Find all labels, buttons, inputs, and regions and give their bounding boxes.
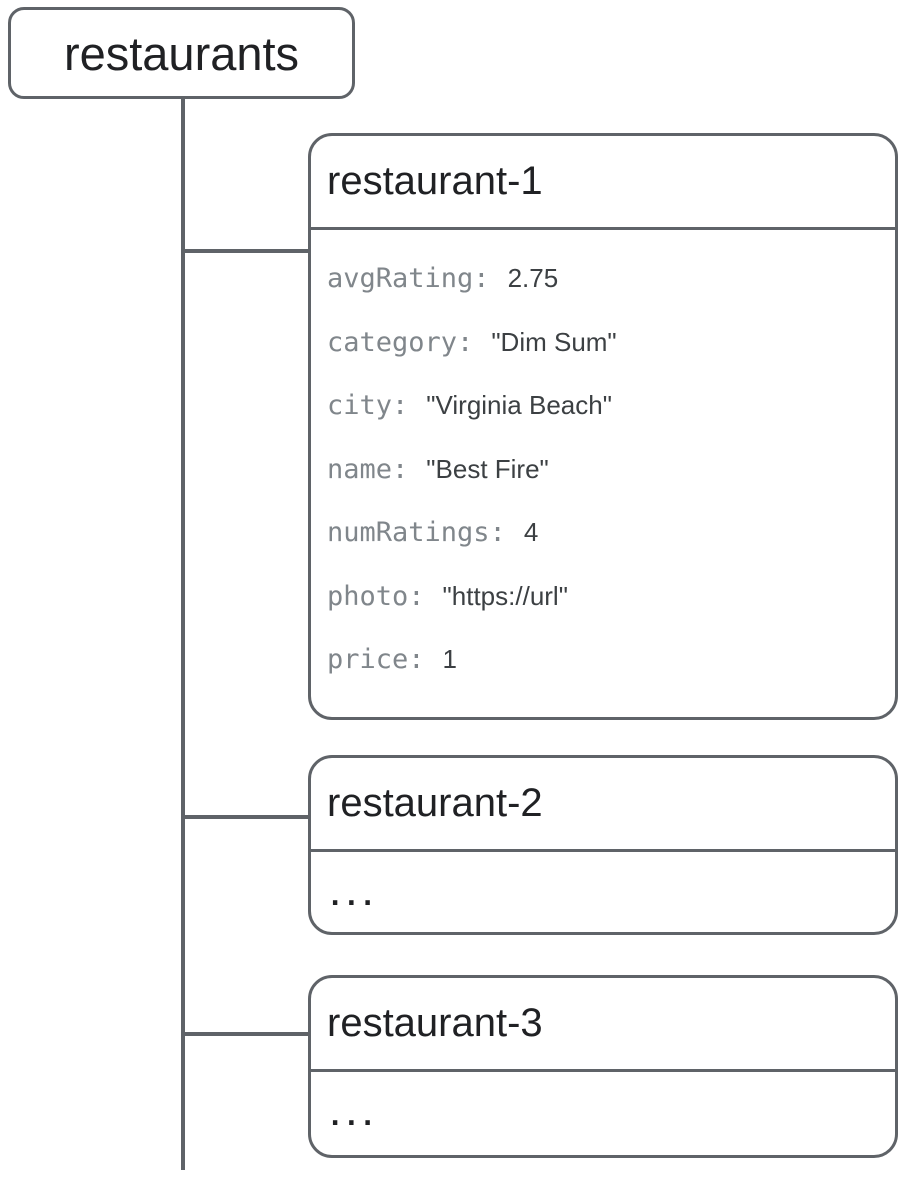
field-value: 1 <box>442 644 458 675</box>
document-fields: avgRating: 2.75 category: "Dim Sum" city… <box>311 230 895 692</box>
collection-label: restaurants <box>63 26 300 80</box>
field-label: photo: <box>327 580 425 612</box>
field-label: category: <box>327 326 474 358</box>
connector-line-restaurant-2 <box>183 815 311 819</box>
document-node-restaurant-3: restaurant-3 ... <box>308 975 898 1158</box>
tree-trunk-line <box>181 99 185 1170</box>
field-label: price: <box>327 644 425 676</box>
field-label: numRatings: <box>327 517 506 549</box>
field-value: "Best Fire" <box>426 453 549 484</box>
field-price: price: 1 <box>327 628 879 692</box>
field-label: city: <box>327 390 409 422</box>
field-name: name: "Best Fire" <box>327 438 879 502</box>
field-value: "Dim Sum" <box>491 326 617 357</box>
document-title-bar: restaurant-1 <box>311 136 895 230</box>
field-value: 4 <box>523 517 539 548</box>
connector-line-restaurant-1 <box>183 249 311 253</box>
field-numratings: numRatings: 4 <box>327 501 879 565</box>
field-category: category: "Dim Sum" <box>327 311 879 375</box>
document-fields: ... <box>311 1072 895 1144</box>
ellipsis-placeholder: ... <box>327 881 376 912</box>
document-node-restaurant-2: restaurant-2 ... <box>308 755 898 935</box>
document-title-bar: restaurant-3 <box>311 978 895 1072</box>
field-label: name: <box>327 453 409 485</box>
collection-node-restaurants: restaurants <box>8 7 355 99</box>
field-city: city: "Virginia Beach" <box>327 374 879 438</box>
document-title: restaurant-2 <box>327 781 543 825</box>
field-value: "https://url" <box>442 580 568 611</box>
field-value: 2.75 <box>507 263 559 294</box>
ellipsis-placeholder: ... <box>327 1101 376 1132</box>
document-title: restaurant-3 <box>327 1001 543 1045</box>
field-label: avgRating: <box>327 263 490 295</box>
field-photo: photo: "https://url" <box>327 565 879 629</box>
field-avgrating: avgRating: 2.75 <box>327 247 879 311</box>
document-title: restaurant-1 <box>327 159 543 203</box>
connector-line-restaurant-3 <box>183 1032 311 1036</box>
document-fields: ... <box>311 852 895 924</box>
document-node-restaurant-1: restaurant-1 avgRating: 2.75 category: "… <box>308 133 898 720</box>
document-title-bar: restaurant-2 <box>311 758 895 852</box>
field-value: "Virginia Beach" <box>426 390 612 421</box>
